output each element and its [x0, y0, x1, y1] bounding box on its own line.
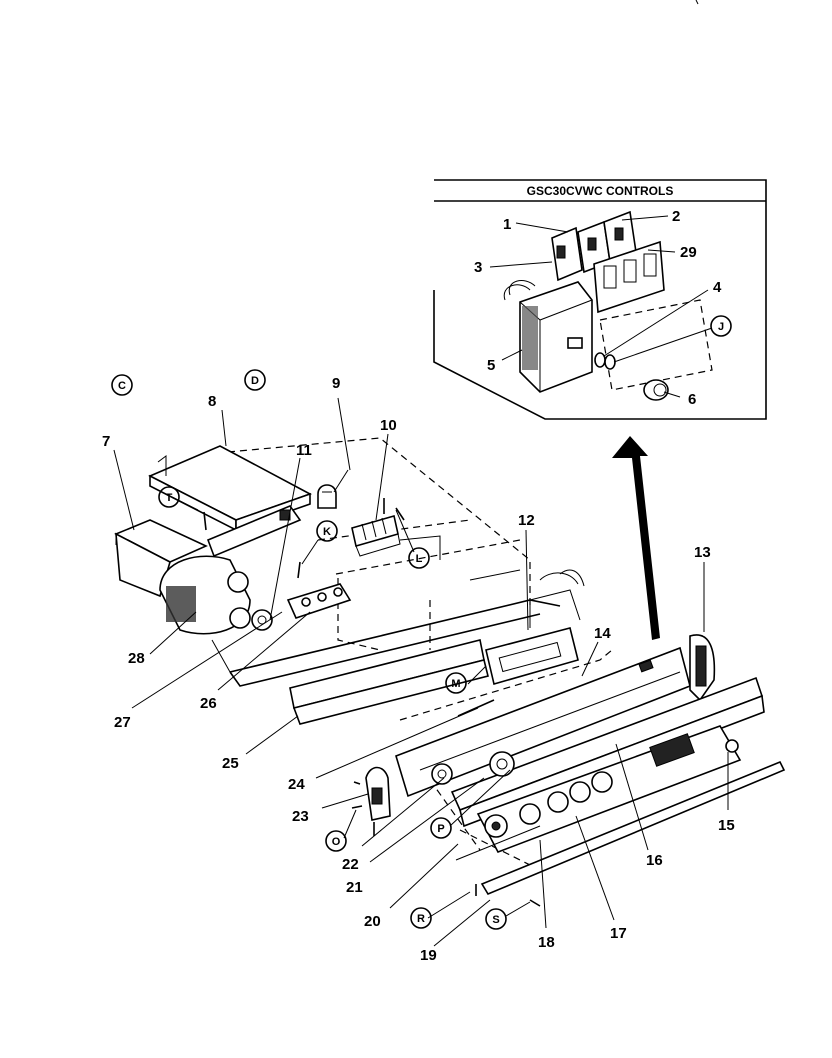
- part-label-28: 28: [128, 650, 145, 667]
- callout-r-circle: [410, 907, 432, 929]
- callout-o-circle: [325, 830, 347, 852]
- control-console: [476, 725, 742, 853]
- part-label-21: 21: [346, 879, 363, 896]
- part-label-26: 26: [200, 695, 217, 712]
- corner-mark: [695, 0, 699, 5]
- part-label-29: 29: [680, 244, 697, 261]
- part-label-22: 22: [342, 856, 359, 873]
- part-label-11: 11: [296, 442, 312, 459]
- side-plate: [455, 825, 541, 861]
- part-label-18: 18: [538, 934, 555, 951]
- leader-lines: [113, 397, 729, 947]
- callout-p-circle: [430, 817, 452, 839]
- part-label-1: 1: [503, 216, 511, 233]
- part-label-9: 9: [332, 375, 340, 392]
- part-label-20: 20: [364, 913, 381, 930]
- part-label-7: 7: [102, 433, 110, 450]
- callout-l-circle: [408, 547, 430, 569]
- callout-o: O: [332, 836, 341, 848]
- rear-rail: [289, 639, 489, 725]
- part-label-15: 15: [718, 817, 735, 834]
- part-label-25: 25: [222, 755, 239, 772]
- callout-t-circle: [158, 486, 180, 508]
- callout-r: R: [417, 913, 425, 925]
- right-end-cap: [689, 634, 716, 702]
- callout-p: P: [437, 823, 444, 835]
- callout-k-circle: [316, 520, 338, 542]
- part-label-12: 12: [518, 512, 535, 529]
- callout-t: T: [166, 492, 173, 504]
- terminal-block: [286, 583, 352, 619]
- left-tray: [114, 519, 208, 598]
- inset-controls-box: GSC30CVWC CONTROLS: [433, 179, 767, 420]
- part-label-16: 16: [646, 852, 663, 869]
- control-board: [485, 569, 585, 685]
- callout-s-circle: [485, 908, 507, 930]
- callout-j-circle: [710, 315, 732, 337]
- part-label-3: 3: [474, 259, 482, 276]
- inset-border: [433, 179, 767, 420]
- switch-bracket: [593, 240, 665, 314]
- screws: [203, 498, 541, 907]
- rotary-switches: [431, 751, 515, 785]
- callout-c-circle: [111, 374, 133, 396]
- part-label-10: 10: [380, 417, 397, 434]
- callout-circles: C D T K L M O P R S: [111, 369, 507, 930]
- callout-m-circle: [445, 672, 467, 694]
- part-label-13: 13: [694, 544, 711, 561]
- callout-k: K: [323, 526, 331, 538]
- part-label-19: 19: [420, 947, 437, 964]
- blower-bracket: [206, 505, 302, 558]
- part-label-6: 6: [688, 391, 696, 408]
- part-label-17: 17: [610, 925, 627, 942]
- callout-m: M: [451, 678, 460, 690]
- callout-s: S: [492, 914, 499, 926]
- callout-j: J: [718, 321, 724, 333]
- part-label-5: 5: [487, 357, 495, 374]
- callout-c: C: [118, 380, 126, 392]
- callout-d: D: [251, 375, 259, 387]
- arrow-to-inset: [612, 436, 660, 640]
- left-end-cap: [365, 766, 391, 821]
- part-label-14: 14: [594, 625, 611, 642]
- bottom-trim: [480, 760, 786, 896]
- control-module: [503, 280, 593, 393]
- terminal-strip: [351, 514, 401, 557]
- part-label-27: 27: [114, 714, 131, 731]
- part-label-2: 2: [672, 208, 680, 225]
- callout-d-circle: [244, 369, 266, 391]
- inset-title: GSC30CVWC CONTROLS: [527, 184, 674, 198]
- callout-l: L: [416, 553, 423, 565]
- blower-motor: [159, 555, 273, 635]
- part-label-24: 24: [288, 776, 305, 793]
- part-label-8: 8: [208, 393, 216, 410]
- wire-harness: [457, 699, 495, 717]
- part-label-23: 23: [292, 808, 309, 825]
- clip: [317, 484, 337, 509]
- part-label-4: 4: [713, 279, 722, 296]
